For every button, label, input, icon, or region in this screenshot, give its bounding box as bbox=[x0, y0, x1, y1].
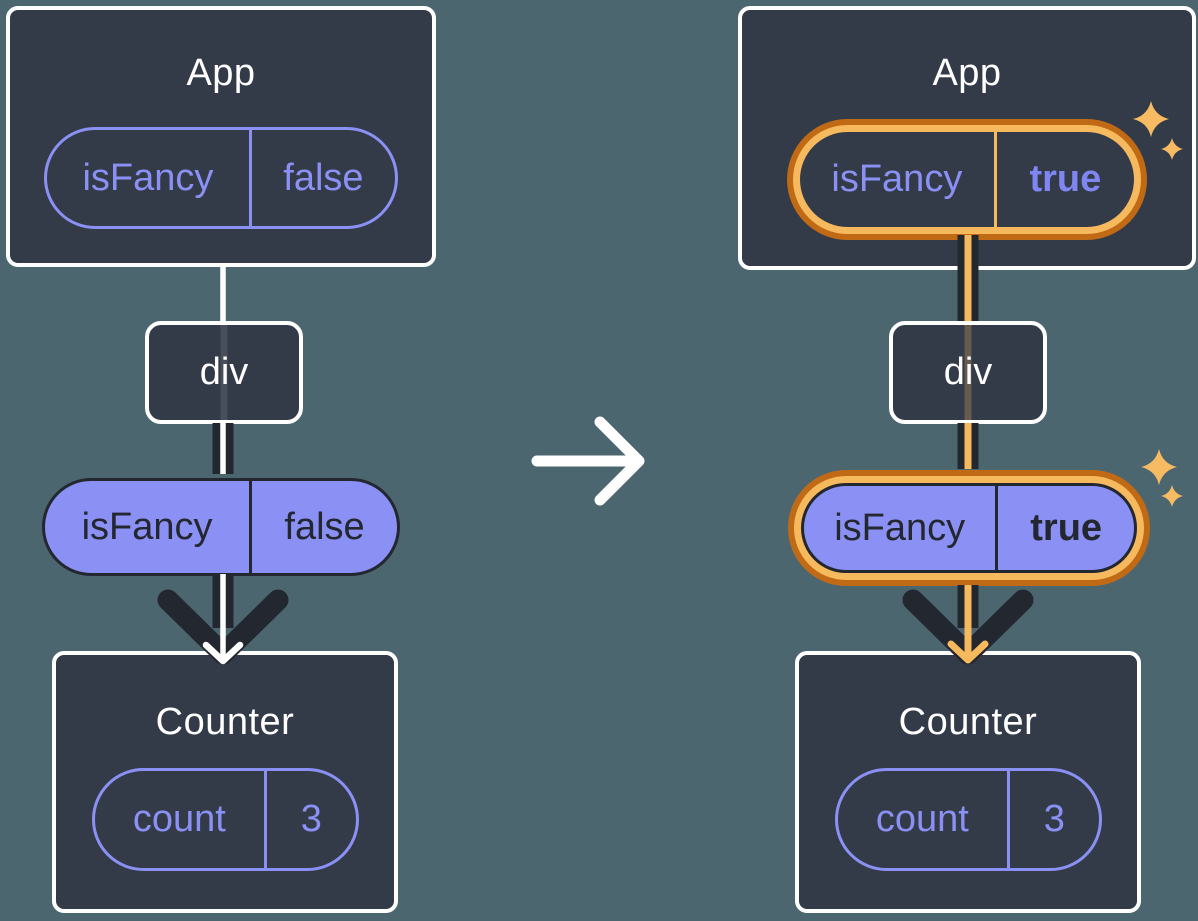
state-pill-count: count 3 bbox=[91, 768, 359, 871]
state-value: true bbox=[993, 132, 1134, 227]
arrow-right-icon bbox=[531, 416, 645, 506]
element-label: div bbox=[199, 351, 249, 393]
state-pill-isfancy: isFancy false bbox=[44, 127, 398, 229]
div-element-box: div bbox=[145, 321, 303, 424]
prop-name: isFancy bbox=[81, 505, 213, 548]
element-label: div bbox=[943, 351, 993, 393]
state-value: false bbox=[248, 130, 395, 226]
state-value: 3 bbox=[264, 771, 355, 868]
prop-pill-isfancy: isFancy false bbox=[42, 478, 400, 576]
state-name: isFancy bbox=[831, 158, 963, 200]
prop-name: isFancy bbox=[834, 506, 966, 549]
component-title: App bbox=[932, 52, 1002, 94]
highlight-ring-inner: isFancy true bbox=[794, 476, 1144, 580]
component-title: App bbox=[186, 52, 256, 94]
counter-component-box: Counter count 3 bbox=[52, 651, 398, 913]
app-component-box: App isFancy false bbox=[6, 6, 436, 267]
state-name: isFancy bbox=[82, 156, 214, 199]
state-pill-isfancy: isFancy true bbox=[800, 132, 1134, 227]
counter-component-box: Counter count 3 bbox=[795, 651, 1141, 913]
state-name: count bbox=[875, 798, 969, 840]
state-name: count bbox=[132, 798, 226, 840]
app-component-box: App isFancy true bbox=[738, 6, 1196, 270]
pass-through-line bbox=[964, 325, 972, 420]
prop-arrowhead bbox=[157, 589, 289, 665]
state-value: 3 bbox=[1007, 771, 1098, 868]
highlight-ring: isFancy true bbox=[788, 470, 1150, 586]
sparkle-icon bbox=[1141, 449, 1183, 507]
prop-value: false bbox=[249, 481, 397, 573]
pass-through-line bbox=[220, 325, 228, 420]
highlight-ring-inner: isFancy true bbox=[793, 125, 1141, 234]
component-title: Counter bbox=[898, 701, 1038, 743]
highlight-ring: isFancy true bbox=[787, 119, 1147, 240]
component-title: Counter bbox=[155, 701, 295, 743]
prop-pill-isfancy: isFancy true bbox=[801, 483, 1137, 573]
state-pill-count: count 3 bbox=[834, 768, 1102, 871]
prop-arrowhead bbox=[902, 589, 1034, 665]
prop-value: true bbox=[995, 486, 1134, 570]
div-element-box: div bbox=[889, 321, 1047, 424]
